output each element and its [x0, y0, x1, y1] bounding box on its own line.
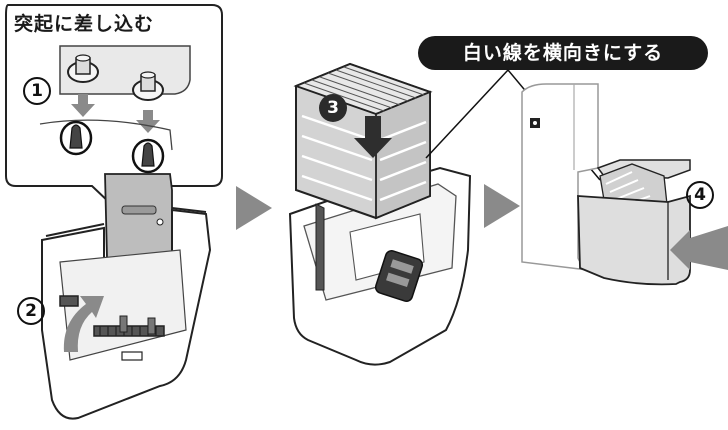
curved-arrow-icon	[63, 296, 104, 352]
play-triangle-icon	[236, 186, 272, 230]
pin-upper-right	[132, 71, 164, 101]
step-number-2: 2	[25, 301, 37, 321]
socket-left	[59, 120, 93, 156]
down-arrow-icon	[354, 116, 392, 158]
humidifier-unit	[521, 83, 728, 286]
filter-block	[293, 62, 433, 220]
callout-title: 突起に差し込む	[14, 13, 155, 35]
step-number-1: 1	[31, 81, 43, 101]
pin-upper-left	[67, 54, 99, 83]
tray-assembly-left	[41, 173, 212, 420]
step-number-4: 4	[694, 185, 706, 205]
down-arrow-icon	[136, 110, 160, 133]
filter-tray-middle	[288, 62, 472, 366]
callout-panel	[5, 4, 223, 207]
play-triangle-icon	[484, 184, 520, 228]
socket-right	[131, 138, 165, 174]
float-part	[374, 250, 424, 302]
step-number-3: 3	[319, 94, 347, 122]
down-arrow-icon	[71, 94, 95, 117]
banner-text: 白い線を横向きにする	[462, 42, 664, 64]
push-arrow-icon	[670, 226, 728, 270]
